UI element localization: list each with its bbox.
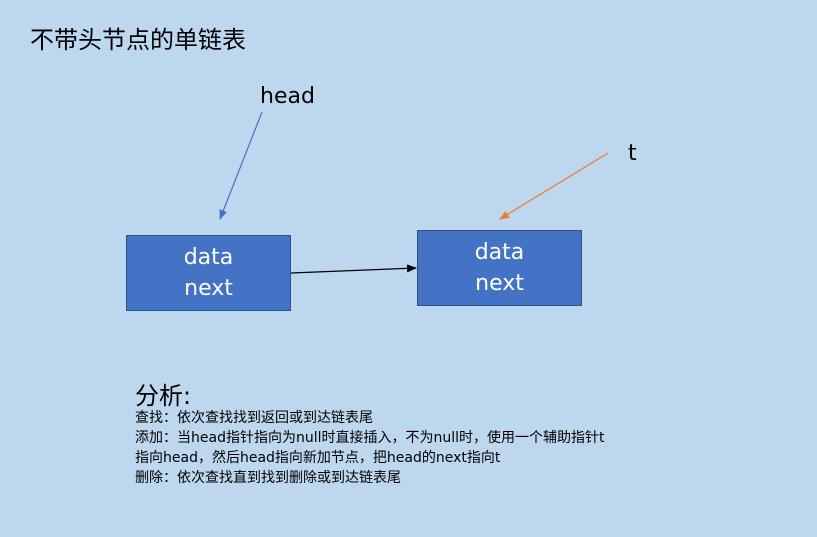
list-node-1: data next — [126, 235, 291, 311]
node-data-field: data — [474, 240, 525, 265]
node-next-field: next — [475, 271, 524, 296]
list-node-2: data next — [417, 230, 582, 306]
head-pointer-label: head — [260, 84, 315, 109]
t-arrow — [499, 152, 609, 220]
t-pointer-label: t — [628, 141, 637, 166]
node-next-field: next — [184, 276, 233, 301]
analysis-line-delete: 删除：依次查找直到找到删除或到达链表尾 — [135, 470, 401, 486]
analysis-text: 查找：依次查找找到返回或到达链表尾 添加：当head指针指向为null时直接插入… — [135, 408, 605, 488]
next-link-arrow — [290, 264, 417, 274]
analysis-line-add-cont: 指向head，然后head指向新加节点，把head的next指向t — [135, 450, 501, 466]
analysis-line-add: 添加：当head指针指向为null时直接插入，不为null时，使用一个辅助指针t — [135, 430, 605, 446]
node-data-field: data — [183, 245, 234, 270]
head-arrow — [219, 111, 263, 220]
analysis-line-search: 查找：依次查找找到返回或到达链表尾 — [135, 410, 373, 426]
analysis-heading: 分析: — [135, 382, 192, 410]
diagram-title: 不带头节点的单链表 — [30, 26, 246, 54]
